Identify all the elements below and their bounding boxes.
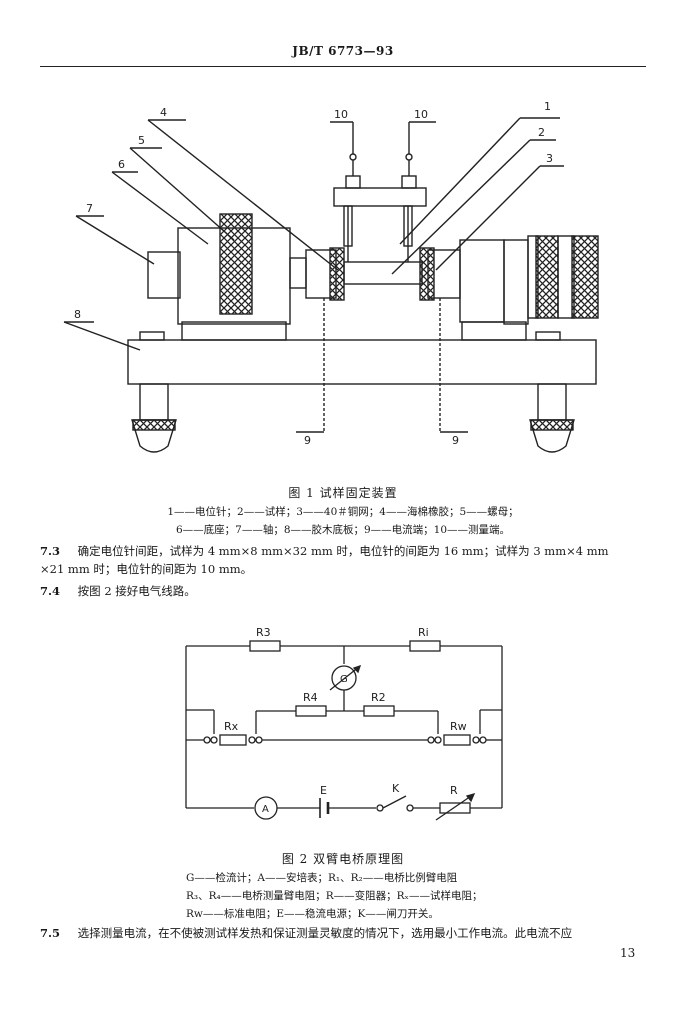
standard-header: JB/T 6773—93 — [292, 44, 394, 58]
callout-9-left: 9 — [304, 434, 311, 447]
figure-1-drawing: 1 2 3 4 5 6 7 8 9 9 10 10 — [63, 100, 599, 453]
label-ri: Ri — [418, 626, 429, 639]
right-sponge-rubber — [419, 247, 435, 301]
label-rw: Rw — [450, 720, 467, 733]
section-7-4-text: 按图 2 接好电气线路。 — [77, 584, 196, 598]
figure-2-circuit: R3 Ri G R4 R2 Rx Rw A E K R — [185, 626, 503, 821]
left-foot — [131, 419, 177, 453]
figure-2-legend-line-3: Rw——标准电阻；E——稳流电源；K——闸刀开关。 — [186, 908, 439, 920]
figure-2-legend-line-2: R₃、R₄——电桥测量臂电阻；R——变阻器；Rₓ——试样电阻； — [186, 890, 483, 902]
resistor-r3 — [249, 640, 281, 652]
callout-10-right: 10 — [414, 108, 428, 121]
bakelite-base-plate — [127, 339, 597, 385]
figure-1-legend-line-2: 6——底座；7——轴；8——胶木底板；9——电流端；10——测量端。 — [175, 524, 511, 536]
specimen — [343, 261, 423, 285]
callout-2: 2 — [538, 126, 545, 139]
section-7-3-line-2: ×21 mm 时；电位针的间距为 10 mm。 — [40, 562, 253, 576]
right-knurl-1 — [535, 235, 559, 319]
left-leg — [139, 383, 169, 421]
callout-9-right: 9 — [452, 434, 459, 447]
label-r4: R4 — [303, 691, 318, 704]
resistor-r2 — [363, 705, 395, 717]
callout-4: 4 — [160, 106, 167, 119]
figure-1-legend-line-1: 1——电位针；2——试样；3——40＃铜网；4——海棉橡胶；5——螺母； — [167, 506, 519, 518]
section-7-3-number: 7.3 — [40, 544, 61, 558]
section-7-3: 7.3 确定电位针间距，试样为 4 mm×8 mm×32 mm 时，电位针的间距… — [40, 542, 650, 578]
callout-1: 1 — [544, 100, 551, 113]
section-7-4: 7.4 按图 2 接好电气线路。 — [40, 582, 650, 600]
callout-8: 8 — [74, 308, 81, 321]
section-7-3-line-1: 确定电位针间距，试样为 4 mm×8 mm×32 mm 时，电位针的间距为 16… — [77, 544, 609, 558]
callout-5: 5 — [138, 134, 145, 147]
resistor-r4 — [295, 705, 327, 717]
right-knurl-2 — [571, 235, 599, 319]
callout-3: 3 — [546, 152, 553, 165]
rheostat-r — [439, 802, 471, 814]
resistor-rx — [219, 734, 247, 746]
section-7-4-number: 7.4 — [40, 584, 61, 598]
section-7-5-text: 选择测量电流，在不使被测试样发热和保证测量灵敏度的情况下，选用最小工作电流。此电… — [77, 926, 573, 940]
left-nut-knurl — [219, 213, 253, 315]
label-e: E — [320, 784, 327, 797]
resistor-ri — [409, 640, 441, 652]
left-sponge-rubber — [329, 247, 345, 301]
callout-10-left: 10 — [334, 108, 348, 121]
page-number: 13 — [620, 946, 636, 960]
figure-2-caption: 图 2 双臂电桥原理图 — [281, 852, 405, 866]
right-leg — [537, 383, 567, 421]
needle-holder — [333, 187, 427, 207]
label-g: G — [340, 674, 348, 685]
right-foot — [529, 419, 575, 453]
label-rx: Rx — [224, 720, 239, 733]
figure-2-legend-line-1: G——检流计；A——安培表；R₁、R₂——电桥比例臂电阻 — [186, 872, 458, 884]
callout-7: 7 — [86, 202, 93, 215]
header-rule — [40, 66, 646, 67]
resistor-rw — [443, 734, 471, 746]
section-7-5-number: 7.5 — [40, 926, 61, 940]
label-a: A — [262, 804, 269, 815]
figure-1-caption: 图 1 试样固定装置 — [288, 486, 398, 500]
label-k: K — [392, 782, 400, 795]
label-r3: R3 — [256, 626, 271, 639]
section-7-5: 7.5 选择测量电流，在不使被测试样发热和保证测量灵敏度的情况下，选用最小工作电… — [40, 924, 670, 942]
label-r2: R2 — [371, 691, 386, 704]
shaft — [147, 251, 181, 299]
label-r: R — [450, 784, 458, 797]
callout-6: 6 — [118, 158, 125, 171]
